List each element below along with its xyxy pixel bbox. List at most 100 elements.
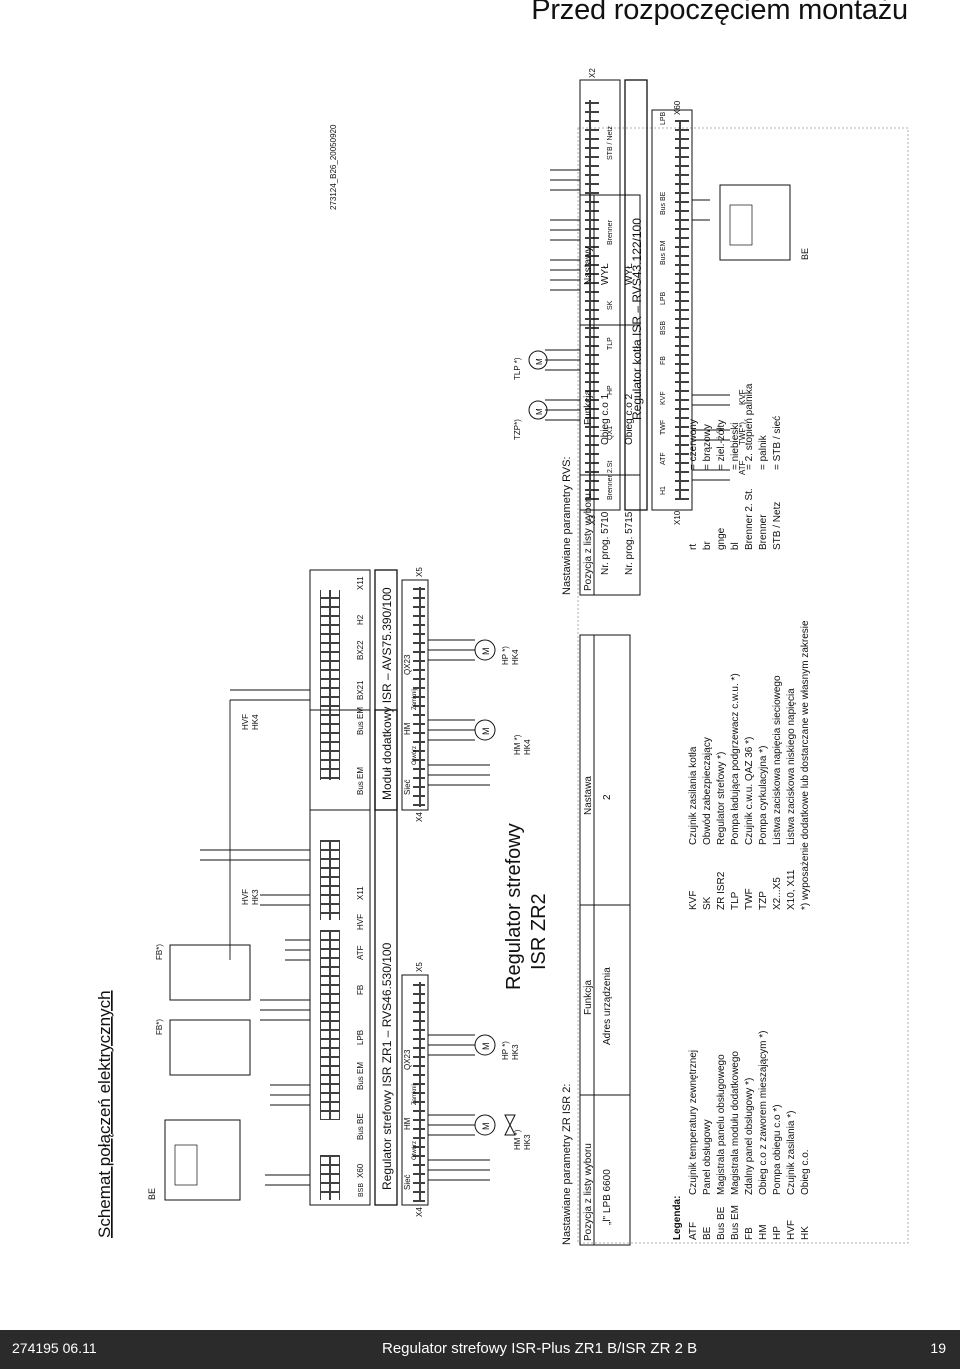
l2-v2: Regulator strefowy *) [716, 752, 727, 845]
x3-label: X3 [588, 515, 597, 525]
motor-hm-hk4 [474, 719, 496, 741]
l3-k2: gnge [716, 527, 727, 550]
tlp-b-label: TLP [607, 337, 614, 350]
l2-v3: Pompa ładująca podgrzewacz c.w.u. *) [730, 673, 741, 845]
l2-k6: X2...X5 [772, 877, 783, 910]
fb-panel-a [169, 1019, 251, 1076]
pump-tlp [528, 350, 548, 370]
fb-label: FB [356, 985, 365, 995]
hm-hk4-label: HM *) [513, 734, 522, 755]
l3-k0: rt [688, 544, 699, 550]
siec2-label: Sieć [403, 779, 412, 795]
l2-k3: TLP [730, 891, 741, 910]
svg-text:M: M [481, 1123, 491, 1131]
hp-hk4-label: HP *) [501, 646, 510, 665]
t2-r2c2: Obieg c.o 2 [624, 393, 635, 445]
l2-v1: Obwód zabezpieczający [702, 737, 713, 845]
l1-v7: Czujnik zasilania *) [786, 1111, 797, 1195]
t2-h1: Pozycja z listy wyboru [583, 493, 594, 591]
be-panel-left [164, 1119, 241, 1201]
l2-v0: Czujnik zasilania kotła [688, 746, 699, 845]
l1-v1: Panel obsługowy [702, 1119, 713, 1195]
twf-sensor-label: TWF*) [738, 422, 747, 445]
l1-k3: Bus EM [730, 1205, 741, 1240]
zr1-module-label: Regulator strefowy ISR ZR1 – RVS46.530/1… [380, 942, 394, 1190]
boiler-module-label: Regulator kotła ISR – RVS43.122/100 [630, 218, 644, 420]
boiler-strip-bottom [651, 109, 693, 511]
zr1-terminals-lpb [320, 1155, 340, 1200]
be-label-right: BE [800, 248, 810, 260]
hvf-hk4-a: HVF [241, 714, 250, 730]
add-terminals-bottom [413, 587, 425, 807]
boiler-terminals-bottom [675, 120, 689, 500]
l2-v6: Listwa zaciskowa napięcia sieciowego [772, 675, 783, 845]
l3-k5: Brenner [758, 514, 769, 550]
zr1-module-box [374, 709, 398, 1206]
l3-k4: Brenner 2. St. [744, 488, 755, 550]
l2-v7: Listwa zaciskowa niskiego napięcia [786, 688, 797, 845]
be-label-left: BE [147, 1188, 157, 1200]
bsb-label: BSB [358, 1183, 365, 1197]
hvf-label: HVF [356, 914, 365, 930]
l3-k6: STB / Netz [772, 502, 783, 550]
page-title: Przed rozpoczęciem montażu [531, 0, 908, 26]
hm-hk3-label: HM *) [513, 1129, 522, 1150]
add-terminals [320, 590, 340, 780]
zamknij2-label: Zamknij [412, 689, 418, 710]
h2-label: H2 [356, 614, 365, 625]
atf-label: ATF [356, 945, 365, 960]
l3-v5: = palnik [758, 434, 769, 470]
drawing-frame [577, 127, 909, 1244]
mixing-valve-hk3 [504, 1114, 516, 1136]
t1-h2: Funkcja [583, 980, 594, 1015]
otworz2-label: Otwórz [412, 746, 418, 765]
kvf-sensor-label: KVF [738, 389, 747, 405]
legend-title: Legenda: [672, 1196, 683, 1240]
bus-em2-label: Bus EM [356, 767, 365, 795]
x2-label: X2 [588, 68, 597, 78]
l1-v8: Obieg c.o. [800, 1149, 811, 1195]
atf-sensor-label: ATF [738, 460, 747, 475]
table2-title: Nastawiane parametry RVS: [561, 456, 573, 595]
legend-col3: rt= czerwony br= brązowy gnge= ziel.-żół… [688, 383, 783, 550]
l3-v0: = czerwony [688, 419, 699, 470]
bus-be-label: Bus BE [356, 1113, 365, 1140]
svg-text:M: M [481, 1043, 491, 1051]
lpb-b2-label: LPB [660, 111, 667, 125]
zamknij-label: Zamknij [412, 1084, 418, 1105]
svg-text:M: M [481, 728, 491, 736]
l2-k2: ZR ISR2 [716, 871, 727, 910]
l1-v2: Magistrala panelu obsługowego [716, 1054, 727, 1195]
l1-v5: Obieg c.o z zaworem mieszającym *) [758, 1031, 769, 1196]
brenner-label: Brenner [607, 219, 614, 245]
l3-v1: = brązowy [702, 424, 713, 470]
t2-r1c1: Nr. prog. 5710 [600, 511, 611, 575]
l2-k5: TZP [758, 891, 769, 910]
footer-product: Regulator strefowy ISR-Plus ZR1 B/ISR ZR… [382, 1340, 698, 1357]
l2-k0: KVF [688, 891, 699, 910]
l2-v4: Czujnik c.w.u. QAZ 36 *) [744, 737, 755, 845]
footer-doc-number: 274195 06.11 [12, 1340, 97, 1356]
add-module-label: Moduł dodatkowy ISR – AVS75.390/100 [380, 587, 394, 800]
pump-hp-hk3 [474, 1034, 496, 1056]
x11-label: X11 [356, 886, 365, 900]
brenner2-label: Brenner 2.St [607, 461, 614, 500]
table2 [579, 194, 641, 596]
svg-text:M: M [481, 648, 491, 656]
lpb-b-label: LPB [660, 291, 667, 305]
hvf-hk3-a: HVF [241, 889, 250, 905]
l2-k7: X10, X11 [786, 869, 797, 910]
zr1-terminals-mid [320, 930, 340, 1120]
tlp-label: TLP *) [513, 357, 522, 380]
t2-r1c2: Obieg c.o 1 [600, 393, 611, 445]
x5b-label: X5 [415, 567, 424, 577]
x4b-label: X4 [415, 812, 424, 822]
twf-b-label: TWF [660, 420, 667, 435]
add-module-box [374, 569, 398, 811]
drawing-id: 273124_B26_20050920 [329, 124, 338, 210]
hvf-hk4-b: HK4 [251, 714, 260, 730]
fb-b2-label: FB [660, 356, 667, 365]
l1-k2: Bus BE [716, 1206, 727, 1240]
l1-k8: HK [800, 1226, 811, 1240]
